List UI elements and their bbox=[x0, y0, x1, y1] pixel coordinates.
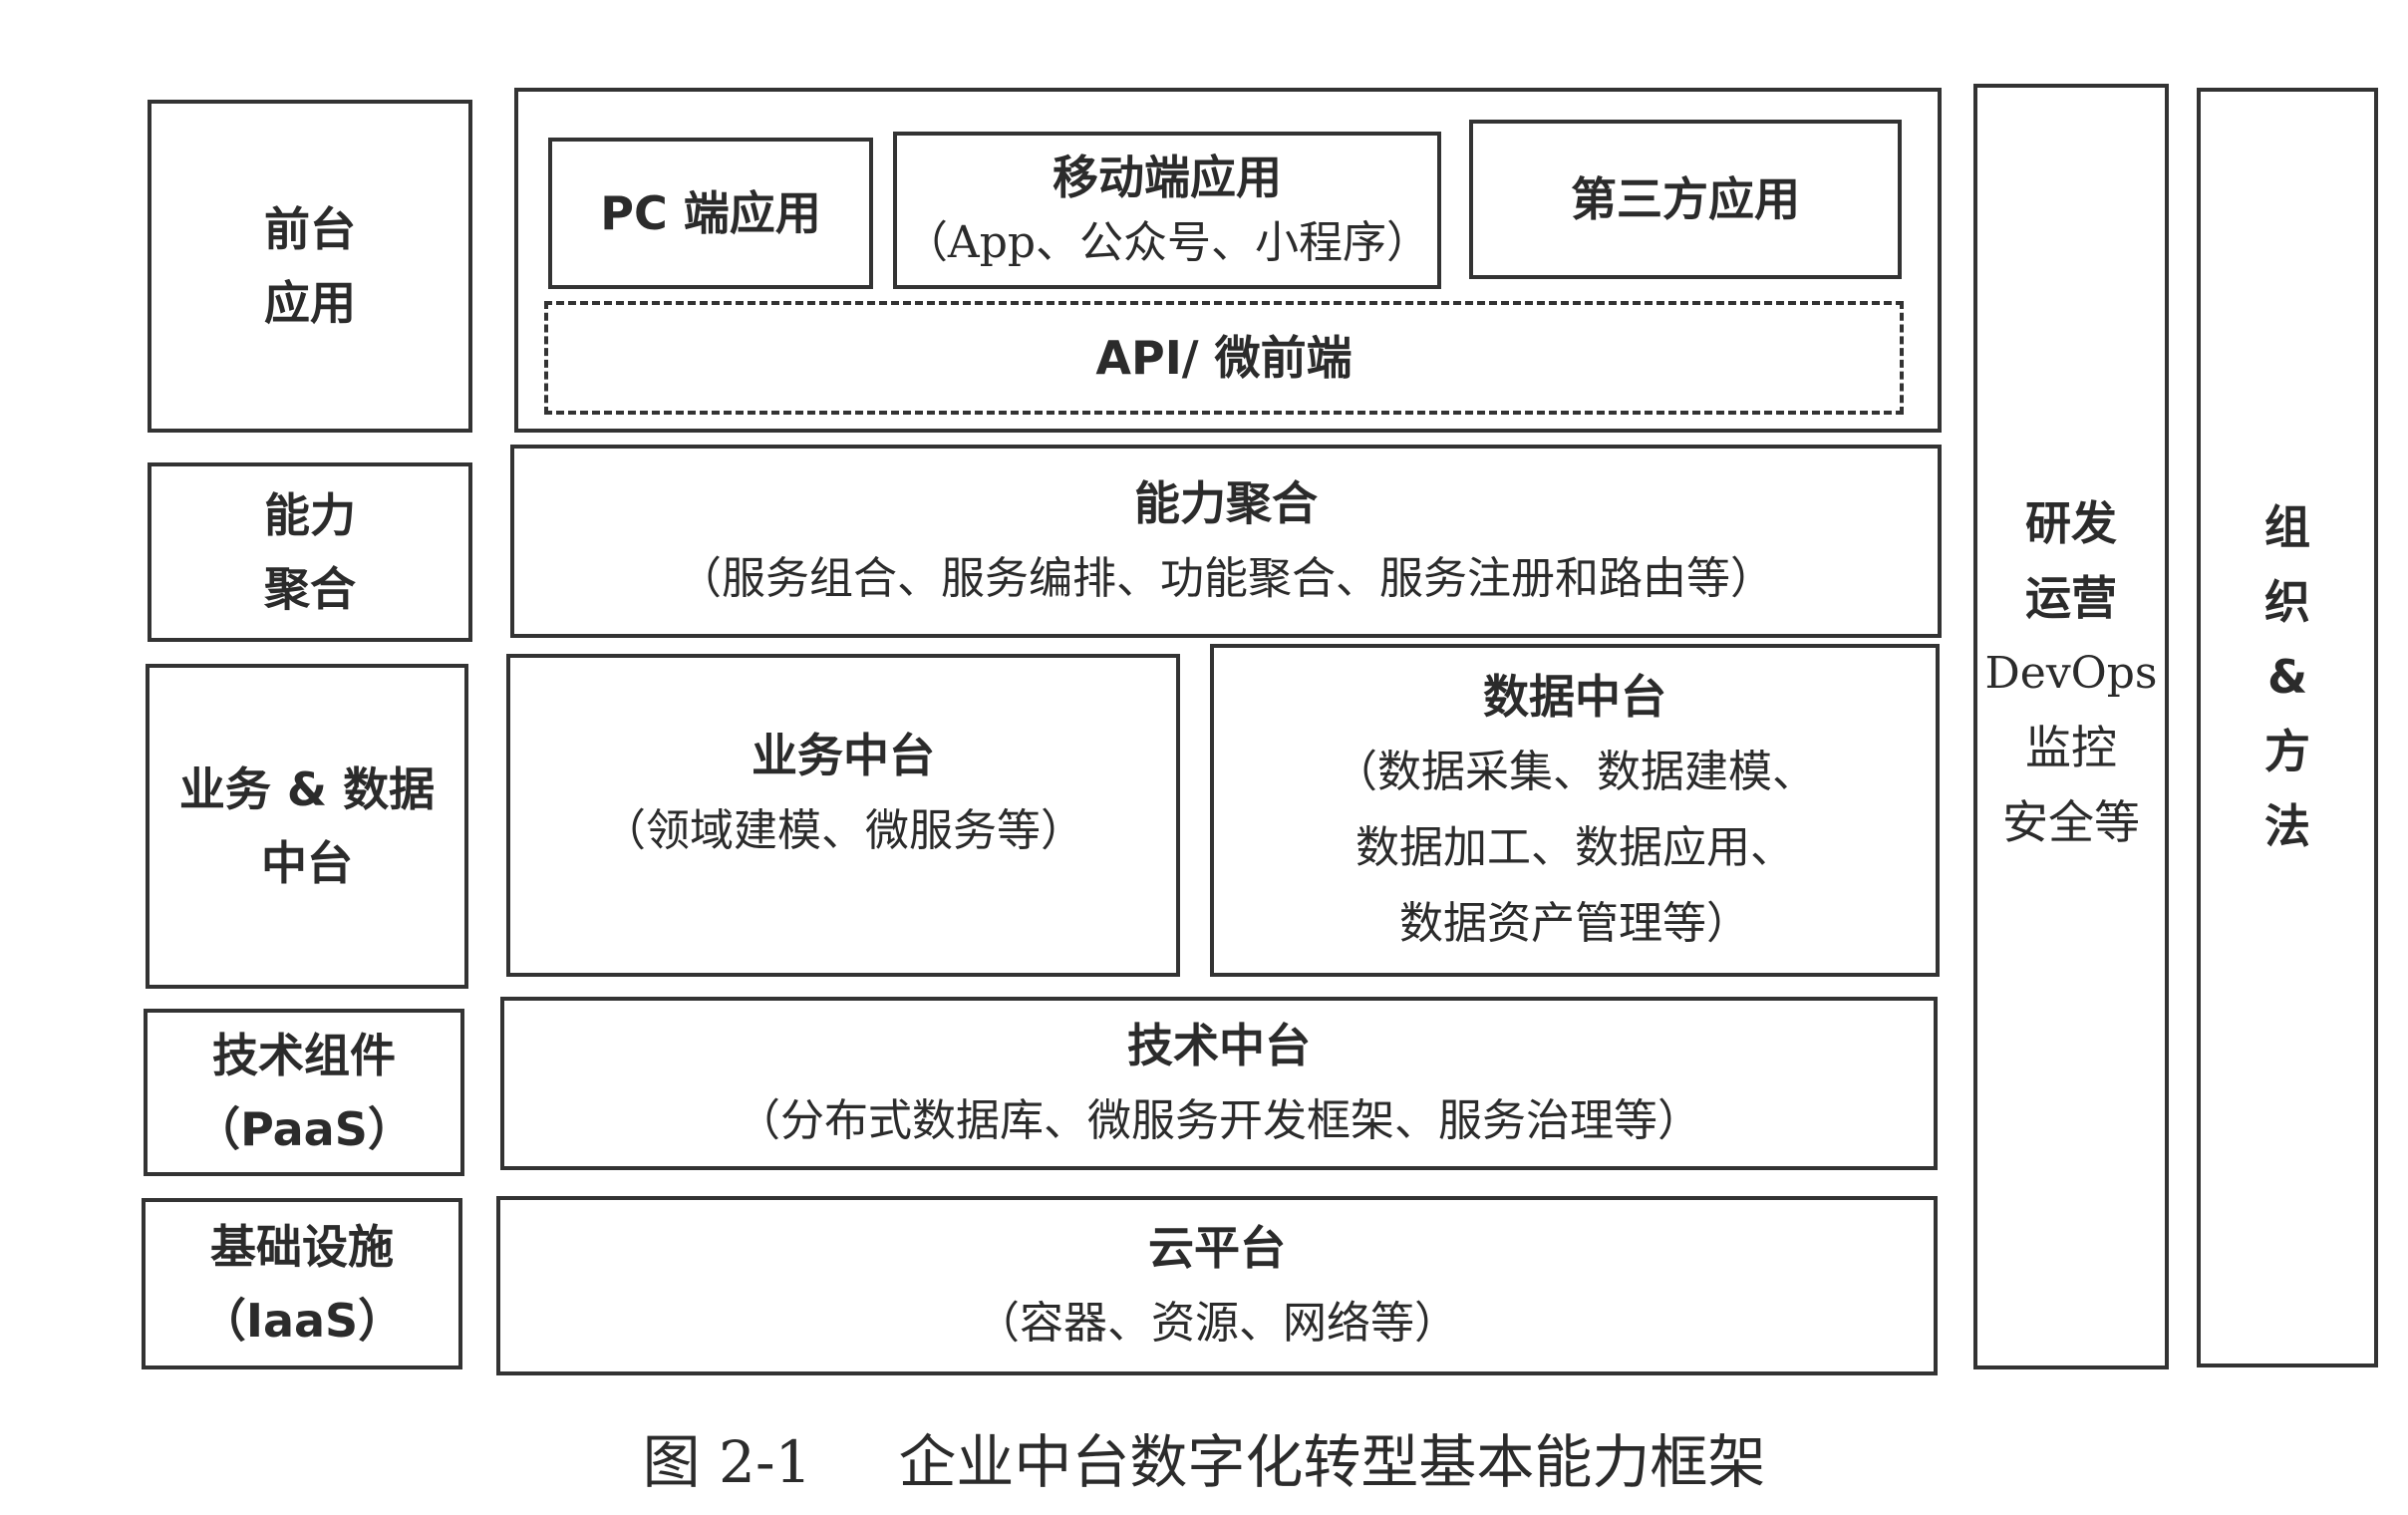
cloud-platform-title: 云平台 bbox=[1148, 1221, 1286, 1275]
figure-number: 图 2-1 bbox=[642, 1428, 812, 1496]
business-middle-title: 业务中台 bbox=[752, 729, 935, 782]
business-middle-platform-box: 业务中台 （领域建模、微服务等） bbox=[506, 654, 1180, 977]
left-label-line: 中台 bbox=[261, 836, 353, 890]
left-label-line: 业务 & 数据 bbox=[178, 762, 436, 816]
mobile-app-detail: （App、公众号、小程序） bbox=[903, 217, 1431, 268]
devops-column: 研发 运营 DevOps 监控 安全等 bbox=[1973, 84, 2169, 1369]
left-label-line: （IaaS） bbox=[199, 1294, 405, 1348]
left-label-business-data: 业务 & 数据 中台 bbox=[146, 664, 468, 989]
left-label-line: 技术组件 bbox=[212, 1029, 396, 1082]
left-label-capability: 能力 聚合 bbox=[148, 462, 472, 642]
pc-app-label: PC 端应用 bbox=[600, 186, 821, 240]
tech-middle-platform-box: 技术中台 （分布式数据库、微服务开发框架、服务治理等） bbox=[500, 997, 1938, 1170]
data-middle-title: 数据中台 bbox=[1483, 670, 1666, 724]
left-label-tech-components: 技术组件 （PaaS） bbox=[144, 1009, 464, 1176]
left-label-line: 聚合 bbox=[264, 562, 356, 616]
left-label-front-app: 前台 应用 bbox=[148, 100, 472, 433]
api-bar-label: API/ 微前端 bbox=[1095, 331, 1353, 385]
capability-aggregation-box: 能力聚合 （服务组合、服务编排、功能聚合、服务注册和路由等） bbox=[510, 445, 1942, 638]
left-label-line: （PaaS） bbox=[194, 1102, 414, 1156]
data-middle-detail-line: 数据资产管理等） bbox=[1399, 898, 1750, 949]
devops-line: 安全等 bbox=[2002, 795, 2140, 849]
mobile-app-title: 移动端应用 bbox=[1053, 151, 1282, 204]
left-label-infrastructure: 基础设施 （IaaS） bbox=[142, 1198, 462, 1369]
api-micro-frontend-bar: API/ 微前端 bbox=[544, 301, 1904, 415]
devops-line: 研发 bbox=[2025, 496, 2117, 550]
org-method-line: & bbox=[2266, 650, 2308, 704]
left-label-line: 前台 bbox=[264, 202, 356, 256]
capability-title: 能力聚合 bbox=[1134, 476, 1318, 530]
tech-middle-title: 技术中台 bbox=[1127, 1019, 1311, 1072]
devops-line: 监控 bbox=[2025, 721, 2117, 774]
left-label-line: 应用 bbox=[264, 276, 356, 330]
org-method-line: 织 bbox=[2264, 575, 2310, 629]
tech-middle-detail: （分布式数据库、微服务开发框架、服务治理等） bbox=[737, 1095, 1701, 1146]
capability-detail: （服务组合、服务编排、功能聚合、服务注册和路由等） bbox=[678, 553, 1774, 604]
data-middle-detail-line: 数据加工、数据应用、 bbox=[1355, 822, 1794, 873]
devops-line: 运营 bbox=[2025, 571, 2117, 625]
business-middle-detail: （领域建模、微服务等） bbox=[602, 805, 1084, 856]
org-method-line: 组 bbox=[2264, 500, 2310, 554]
org-method-line: 法 bbox=[2264, 799, 2310, 853]
data-middle-detail-line: （数据采集、数据建模、 bbox=[1334, 747, 1816, 797]
figure-caption: 图 2-1 企业中台数字化转型基本能力框架 bbox=[0, 1415, 2408, 1499]
data-middle-platform-box: 数据中台 （数据采集、数据建模、 数据加工、数据应用、 数据资产管理等） bbox=[1210, 644, 1940, 977]
pc-app-box: PC 端应用 bbox=[548, 138, 873, 289]
third-party-app-label: 第三方应用 bbox=[1571, 172, 1800, 226]
mobile-app-box: 移动端应用 （App、公众号、小程序） bbox=[893, 132, 1441, 289]
left-label-line: 能力 bbox=[264, 488, 356, 542]
cloud-platform-detail: （容器、资源、网络等） bbox=[976, 1298, 1458, 1349]
org-method-column: 组 织 & 方 法 bbox=[2197, 88, 2378, 1367]
left-label-line: 基础设施 bbox=[210, 1220, 394, 1274]
third-party-app-box: 第三方应用 bbox=[1469, 120, 1902, 279]
figure-title: 企业中台数字化转型基本能力框架 bbox=[898, 1428, 1766, 1496]
org-method-line: 方 bbox=[2264, 725, 2310, 778]
devops-line: DevOps bbox=[1984, 648, 2158, 699]
cloud-platform-box: 云平台 （容器、资源、网络等） bbox=[496, 1196, 1938, 1375]
